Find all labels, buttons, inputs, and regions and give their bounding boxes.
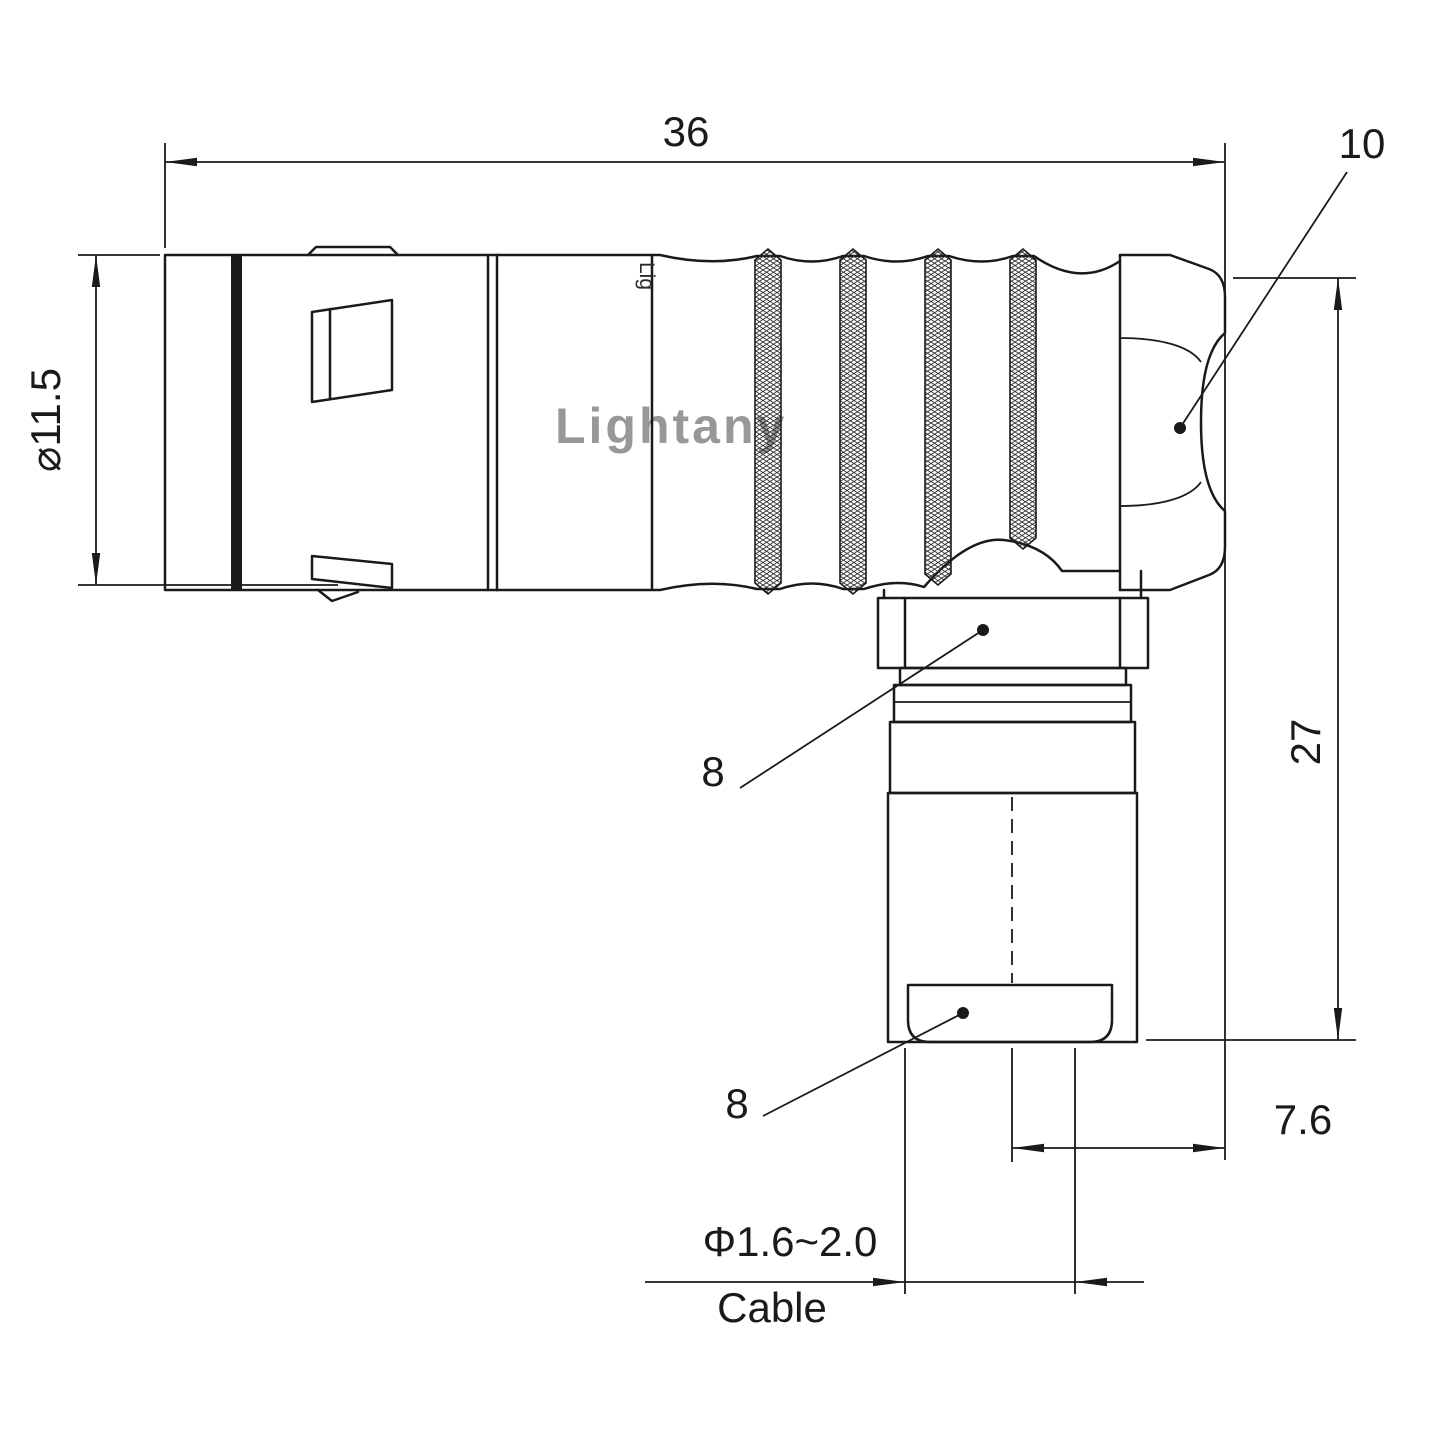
leader-crimp-sleeve-label: 8	[725, 1080, 748, 1127]
gland-body	[888, 720, 1137, 795]
crimp-sleeve	[906, 983, 1114, 1044]
dim-height-label: 27	[1282, 719, 1329, 766]
knurl-band	[924, 247, 952, 587]
dim-overall-length: 36	[164, 108, 1226, 1160]
leader-rear-nut-label: 10	[1339, 120, 1386, 167]
rear-cap	[1118, 253, 1227, 592]
thread-step	[898, 666, 1128, 687]
elbow-assembly	[876, 569, 1150, 1044]
leader-dot	[1174, 422, 1186, 434]
leader-dot	[977, 624, 989, 636]
dim-front-diameter-label: ⌀11.5	[22, 368, 69, 472]
plug-barrel	[163, 245, 499, 603]
cable-label: Cable	[717, 1284, 827, 1331]
knurl-band	[839, 247, 867, 596]
leader-dot	[957, 1007, 969, 1019]
knurl-bands	[754, 247, 1037, 596]
latch-detail	[310, 554, 394, 603]
hex-coupling-nut	[876, 596, 1150, 670]
watermark: Lightany	[555, 398, 787, 454]
dim-height: 27	[1146, 277, 1356, 1041]
plug-index-bar	[231, 255, 242, 590]
brand-engraving: Lig	[635, 262, 658, 290]
leader-crimp-sleeve: 8	[725, 1007, 969, 1127]
dim-front-diameter: ⌀11.5	[22, 254, 338, 586]
dim-side-offset: 7.6	[1011, 1048, 1332, 1162]
dim-overall-length-label: 36	[663, 108, 710, 155]
connector-body: Lig	[163, 245, 1227, 1044]
knurl-band	[754, 247, 782, 596]
grip-outline	[495, 253, 1122, 592]
leader-coupling-nut-label: 8	[701, 748, 724, 795]
dim-cable-diameter-label: Φ1.6~2.0	[703, 1218, 878, 1265]
leader-coupling-nut: 8	[701, 624, 989, 795]
dim-cable-diameter: Φ1.6~2.0 Cable	[645, 1048, 1144, 1331]
knurl-band	[1009, 247, 1037, 551]
dim-side-offset-label: 7.6	[1274, 1096, 1332, 1143]
bayonet-slot	[310, 298, 394, 404]
mid-shell: Lig	[635, 254, 658, 591]
gland-band	[892, 683, 1133, 724]
leader-rear-nut: 10	[1174, 120, 1385, 434]
